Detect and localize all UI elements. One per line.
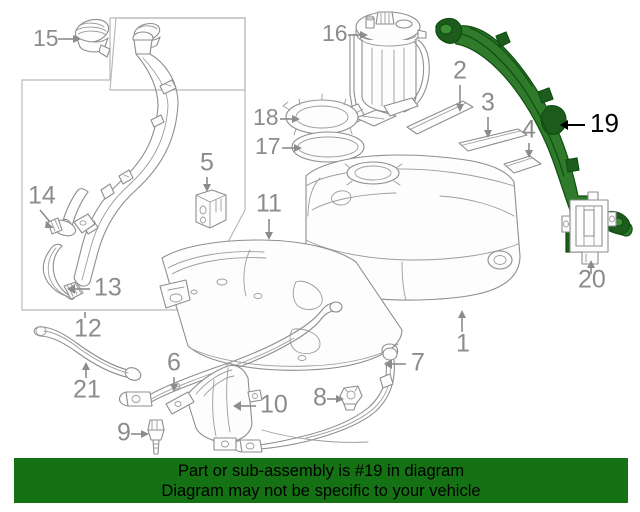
callout-17: 17 (255, 133, 302, 159)
callout-16-label: 16 (322, 20, 348, 46)
callout-10-label: 10 (260, 391, 288, 419)
part-vent-hose (33, 326, 142, 381)
part-tank-protector-pad (406, 100, 474, 135)
callout-19: 19 (560, 108, 619, 138)
callout-8-label: 8 (313, 384, 327, 412)
part-fuel-filler-cap (74, 18, 111, 58)
callout-3: 3 (481, 89, 495, 138)
callout-6-label: 6 (167, 349, 181, 377)
callout-5: 5 (200, 149, 214, 192)
part-fuel-tank (305, 154, 521, 301)
callout-8: 8 (313, 384, 344, 412)
part-filler-hose (42, 243, 75, 300)
part-tank-insulator-square (503, 155, 542, 174)
callout-14: 14 (28, 182, 56, 228)
callout-21-label: 21 (73, 376, 101, 404)
callout-3-label: 3 (481, 89, 495, 117)
callout-2-label: 2 (453, 57, 467, 85)
part-fuel-pump-lock-ring (282, 93, 364, 141)
part-tank-strap-rear (233, 343, 399, 453)
callout-1-label: 1 (456, 330, 470, 358)
callout-11: 11 (256, 190, 282, 240)
callout-15-label: 15 (33, 25, 59, 51)
part-heat-shield-small (165, 364, 263, 451)
callout-7-label: 7 (411, 349, 425, 377)
part-fuel-pump-seal-ring (291, 131, 365, 163)
callout-16: 16 (322, 20, 368, 46)
part-strap-nut (339, 385, 363, 411)
callout-10: 10 (233, 391, 288, 419)
part-tank-insulator-strip (458, 128, 528, 152)
inset-callout-box-main (21, 17, 246, 311)
part-filler-neck-assembly (61, 31, 179, 287)
callout-9-label: 9 (117, 419, 131, 447)
callout-20-label: 20 (578, 266, 606, 294)
callout-4-label: 4 (522, 116, 536, 144)
callout-20: 20 (578, 260, 606, 294)
info-banner: Part or sub-assembly is #19 in diagram D… (14, 458, 628, 503)
callout-2: 2 (453, 57, 467, 112)
callout-17-label: 17 (255, 133, 281, 159)
callout-19-label: 19 (590, 108, 619, 138)
banner-line-1: Part or sub-assembly is #19 in diagram (177, 461, 465, 480)
callout-9: 9 (117, 419, 149, 447)
part-fuel-pump-module (347, 11, 430, 127)
part-vent-hose-clamp (47, 217, 77, 237)
callout-18: 18 (253, 104, 300, 130)
banner-line-2: Diagram may not be specific to your vehi… (161, 481, 481, 500)
callout-12-label: 12 (74, 315, 102, 343)
part-evap-valve-module (561, 191, 617, 265)
callout-7: 7 (384, 349, 425, 377)
callout-14-label: 14 (28, 182, 56, 210)
inset-callout-box (109, 17, 246, 91)
part-mounting-bracket (195, 189, 227, 229)
callout-13: 13 (67, 274, 122, 302)
callout-21: 21 (73, 362, 101, 404)
callout-1: 1 (456, 310, 470, 358)
callout-13-label: 13 (94, 274, 122, 302)
callout-15: 15 (33, 25, 81, 51)
callout-12: 12 (74, 312, 102, 343)
callout-11-label: 11 (256, 190, 282, 218)
part-strap-bolt (147, 419, 165, 455)
callout-18-label: 18 (253, 104, 279, 130)
callout-6: 6 (167, 349, 181, 392)
tank-lower-contour (261, 429, 369, 443)
callout-4: 4 (522, 116, 536, 158)
callout-5-label: 5 (200, 149, 214, 177)
